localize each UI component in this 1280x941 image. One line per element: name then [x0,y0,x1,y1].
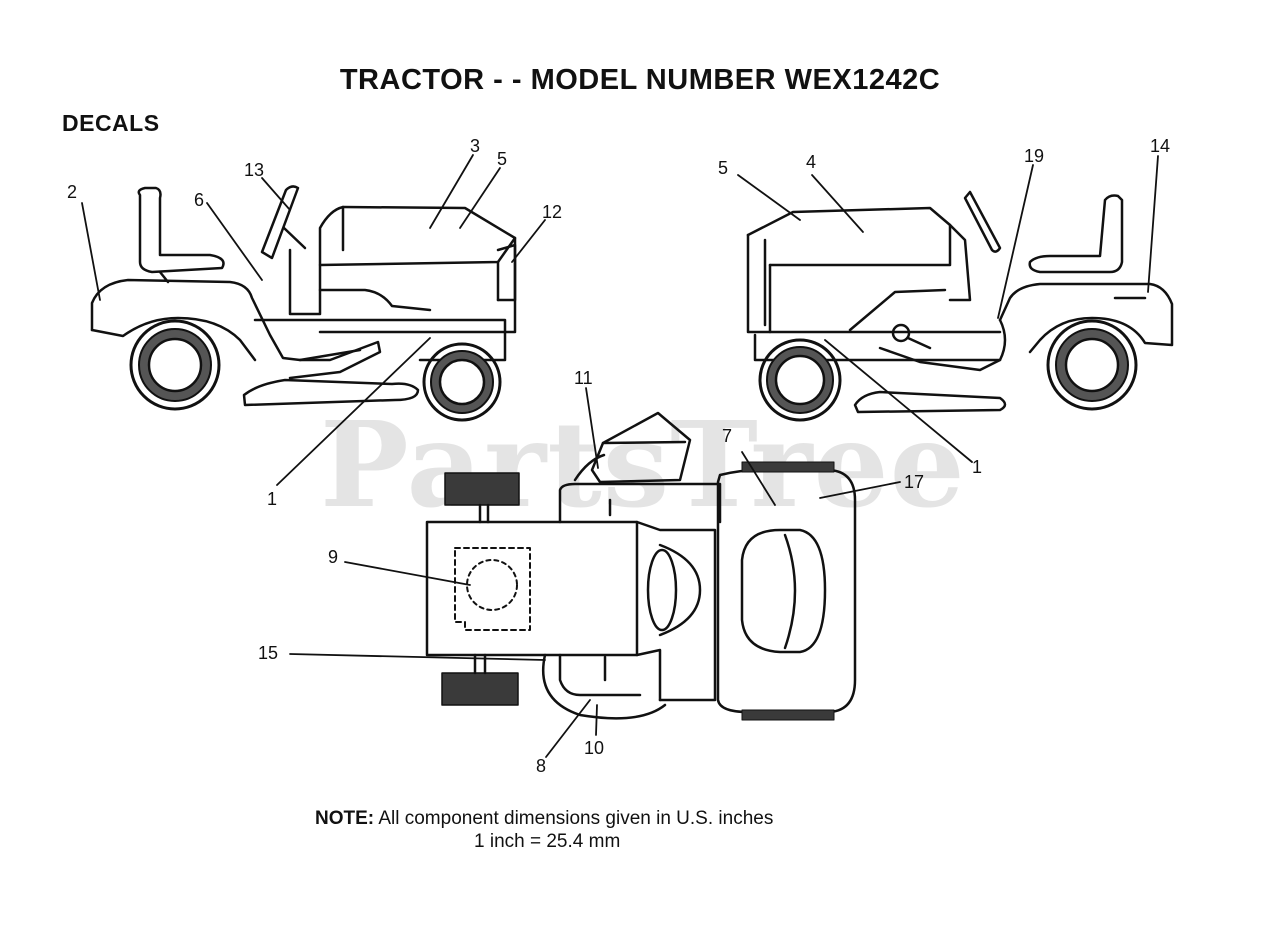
watermark: PartsTree [320,395,966,534]
note-text: All component dimensions given in U.S. i… [374,808,774,829]
left-side-view [90,185,517,422]
callout-11: 11 [574,368,593,388]
callout-3: 3 [470,136,480,156]
top-view [425,411,857,721]
callout-9: 9 [328,547,338,567]
callout-1-left: 1 [267,489,277,509]
diagram-title: TRACTOR - - MODEL NUMBER WEX1242C [339,64,941,96]
callout-5-right: 5 [718,158,728,178]
right-side-view [746,190,1174,422]
callout-13: 13 [244,160,264,180]
callout-2: 2 [67,182,77,202]
callout-5-left: 5 [497,149,507,169]
note-label: NOTE: [315,808,375,829]
section-heading: DECALS [62,110,160,136]
leader-lines [81,154,1159,758]
callout-12: 12 [542,202,562,222]
callout-14: 14 [1150,136,1170,156]
callout-19: 19 [1024,146,1044,166]
callout-8: 8 [536,756,546,776]
callout-4: 4 [806,152,816,172]
callout-7: 7 [722,426,732,446]
callout-17: 17 [904,472,924,492]
callout-1-right: 1 [972,457,982,477]
unit-conversion: 1 inch = 25.4 mm [474,831,621,852]
dimension-note: NOTE: All component dimensions given in … [315,808,773,830]
callout-10: 10 [584,738,604,758]
callout-labels: 2 13 6 3 5 12 1 5 4 19 14 1 11 7 17 9 15… [67,136,1170,776]
callout-6: 6 [194,190,204,210]
callout-15: 15 [258,643,278,663]
